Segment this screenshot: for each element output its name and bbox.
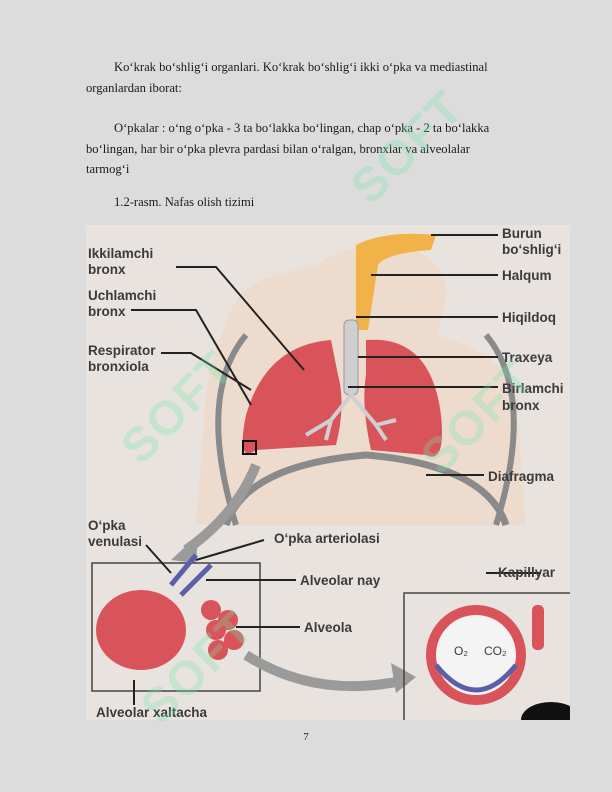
capillary-net [434,663,518,693]
label-diafragma: Diafragma [488,469,555,484]
label-alveola: Alveola [304,620,353,635]
co2-label: CO₂ [484,644,507,658]
alveolus-1 [201,600,221,620]
leader-lines-left [131,266,541,705]
label-kapillyar: Kapillyar [498,565,556,580]
label-ikkilamchi-1: Ikkilamchi [88,246,153,261]
label-birlamchi-1: Birlamchi [502,381,564,396]
paragraph-lungs: O‘pkalar : o‘ng o‘pka - 3 ta bo‘lakka bo… [86,118,550,180]
left-lung-shape [364,339,442,457]
alveolus-cross-section [426,605,526,705]
label-birlamchi-2: bronx [502,398,540,413]
rib-left [215,333,249,526]
lungs-line-2: bo‘lingan, har bir o‘pka plevra pardasi … [86,141,470,156]
label-burun-2: bo‘shlig‘i [502,242,561,257]
label-ikkilamchi-2: bronx [88,262,126,277]
label-burun-1: Burun [502,226,542,241]
zoom-arrow-1-head [171,535,198,563]
label-opka-venulasi-1: O‘pka [88,518,126,533]
nasal-pharynx-shape [356,233,436,330]
label-hiqildoq: Hiqildoq [502,310,556,325]
lungs-line-3: tarmog‘i [86,162,130,176]
label-halqum: Halqum [502,268,552,283]
alveolus-4 [224,630,244,650]
trachea-shape [343,319,359,396]
o2-label: O₂ [454,644,468,658]
label-respirator-1: Respirator [88,343,156,358]
intro-line-1: Ko‘krak bo‘shlig‘i organlari. Ko‘krak bo… [114,60,488,74]
diaphragm-shape [222,451,510,527]
body-silhouette [196,245,526,525]
label-respirator-2: bronxiola [88,359,149,374]
intro-line-2: organlardan iborat: [86,80,182,95]
alveolus-3 [206,620,226,640]
rib-right [483,333,517,526]
capillary-vessel [532,605,544,650]
label-uchlamchi-2: bronx [88,304,126,319]
label-uchlamchi-1: Uchlamchi [88,288,156,303]
paragraph-intro: Ko‘krak bo‘shlig‘i organlari. Ko‘krak bo… [86,57,550,98]
label-opka-venulasi-2: venulasi [88,534,142,549]
figure-caption: 1.2-rasm. Nafas olish tizimi [114,195,255,209]
label-alveolar-xaltacha: Alveolar xaltacha [96,705,208,720]
lungs-line-1: O‘pkalar : o‘ng o‘pka - 3 ta bo‘lakka bo… [114,121,490,135]
alveolar-sac-shape [96,590,186,670]
zoom-marker [242,440,257,455]
capillary-box [403,592,570,720]
zoom-arrow-2 [243,650,408,692]
label-traxeya: Traxeya [502,350,553,365]
venule-shape [169,553,213,597]
right-lung-shape [242,340,342,454]
leader-lines-right [348,234,498,476]
bronchi-tree [304,393,397,442]
respiratory-diagram: O₂ CO₂ [88,226,570,720]
dark-corner-shape [521,702,570,720]
label-alveolar-nay: Alveolar nay [300,573,381,588]
label-opka-arteriolasi: O‘pka arteriolasi [274,531,380,546]
respiratory-system-figure: O₂ CO₂ [86,225,570,720]
page-number: 7 [303,731,309,743]
alveolus-5 [208,640,228,660]
